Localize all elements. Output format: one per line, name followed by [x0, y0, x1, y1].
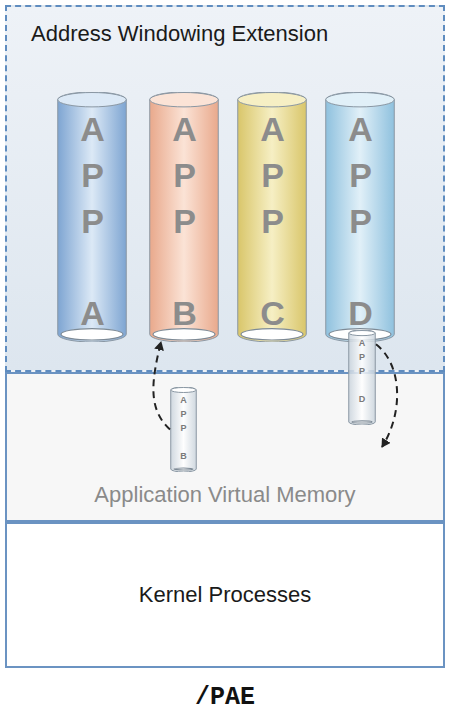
cylinder-body	[171, 387, 197, 472]
figure-caption: /PAE	[0, 683, 450, 712]
cylinder-opening	[174, 468, 193, 470]
application-cylinder: APP A	[57, 92, 127, 342]
label-holder: APP B	[170, 395, 197, 469]
cylinder-opening	[352, 421, 372, 423]
application-label: APP B	[165, 110, 204, 340]
cylinder-top	[150, 93, 219, 107]
band-label: Kernel Processes	[7, 582, 443, 608]
window-label: APP B	[179, 395, 189, 465]
cylinder-top	[238, 93, 307, 107]
application-cylinder: APP D	[325, 92, 395, 342]
application-cylinder: APP B	[149, 92, 219, 342]
label-holder: APP D	[348, 338, 376, 412]
band-label: Application Virtual Memory	[7, 482, 443, 508]
cylinder-top	[326, 93, 395, 107]
label-holder: APP C	[237, 110, 307, 344]
label-holder: APP B	[149, 110, 219, 344]
memory-window-cylinder: APP D	[348, 330, 376, 425]
memory-band: Kernel Processes	[5, 522, 445, 668]
application-label: APP A	[73, 110, 112, 340]
region-heading: Address Windowing Extension	[31, 21, 328, 47]
window-label: APP D	[357, 338, 367, 408]
cylinder-top	[58, 93, 127, 107]
application-cylinder: APP C	[237, 92, 307, 342]
label-holder: APP D	[325, 110, 395, 344]
label-holder: APP A	[57, 110, 127, 344]
cylinder-body	[349, 330, 376, 425]
memory-band: Application Virtual Memory APP B	[5, 372, 445, 522]
cylinder-body	[326, 92, 395, 342]
application-label: APP C	[253, 110, 292, 340]
cylinder-body	[238, 92, 307, 342]
cylinder-body	[150, 92, 219, 342]
cylinder-top	[349, 331, 376, 336]
application-label: APP D	[341, 110, 380, 340]
dashed-region: Address Windowing ExtensionAPP A APP B APP…	[5, 5, 445, 372]
cylinder-body	[58, 92, 127, 342]
memory-window-cylinder: APP B	[170, 387, 197, 472]
cylinder-top	[171, 388, 197, 393]
